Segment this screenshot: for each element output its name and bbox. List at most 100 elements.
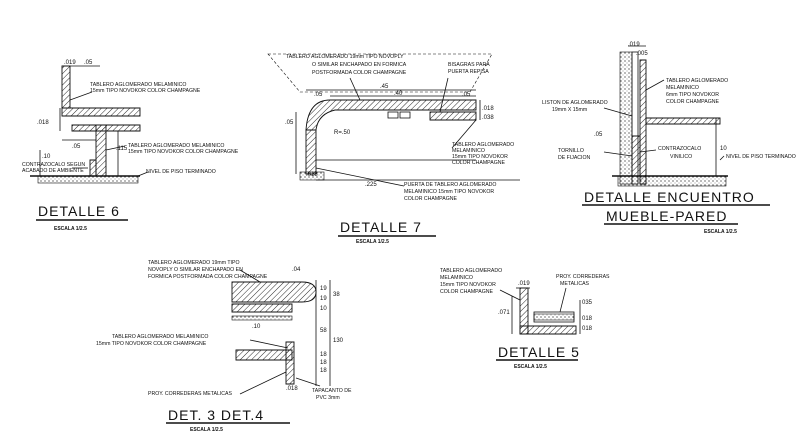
d34-title: DET. 3 DET.4 [168, 407, 264, 423]
d7-note-5: TABLERO AGLOMERADO [452, 142, 514, 148]
enc-note-7: VINILICO [670, 154, 692, 160]
d34-dim-4: 10 [320, 306, 327, 312]
d6-dim-4: .115 [116, 146, 128, 152]
d7-dim-1: .05 [314, 92, 323, 98]
enc-dim-2: .05 [594, 132, 603, 138]
d5-note-5: METALICAS [560, 281, 590, 287]
enc-title-1: DETALLE ENCUENTRO [584, 189, 755, 205]
d5-dim-3: 018 [582, 316, 593, 322]
d5-note-3: COLOR CHAMPAGNE [440, 289, 493, 295]
d5-note-0: TABLERO AGLOMERADO [440, 268, 502, 274]
d7-note-8: COLOR CHAMPAGNE [452, 160, 505, 166]
d34-dim-11: .018 [286, 386, 298, 392]
d7-note-7: 15mm TIPO NOVOKOR [452, 154, 508, 160]
d34-dim-6: 58 [320, 328, 327, 334]
d6-dim-5: .10 [42, 154, 51, 160]
enc-note-5: 19mm X 15mm [552, 107, 587, 113]
d7-dim-2: .40 [394, 91, 403, 97]
d5-scale: ESCALA 1/2.5 [514, 364, 547, 370]
d7-note-1: O SIMILAR ENCHAPADO EN FORMICA [312, 62, 407, 68]
detalle-3-4: .04 19 19 38 10 .10 58 130 18 18 18 .018… [96, 260, 352, 433]
d34-side-panel [285, 341, 295, 385]
enc-note-2: 6mm TIPO NOVOKOR [666, 92, 719, 98]
d7-note-2: POSTFORMADA COLOR CHAMPAGNE [312, 70, 407, 76]
d5-bottom-board [519, 325, 577, 335]
enc-shelf [645, 117, 721, 125]
enc-note-9: DE FIJACION [558, 155, 591, 161]
d5-note-2: 15mm TIPO NOVOKOR [440, 282, 496, 288]
d6-floor [37, 175, 139, 184]
d34-lower-board [235, 349, 293, 361]
d34-note-3: TABLERO AGLOMERADO MELAMINICO [112, 334, 208, 340]
d6-top-board [61, 107, 141, 117]
d6-note-1: 15mm TIPO NOVOKOR COLOR CHAMPAGNE [90, 88, 201, 94]
d6-title: DETALLE 6 [38, 203, 120, 219]
d5-note-1: MELAMINICO [440, 275, 473, 281]
d5-dim-0: .019 [518, 281, 530, 287]
d6-dim-1: .05 [84, 60, 93, 66]
enc-batten [631, 135, 641, 177]
enc-note-4: LISTON DE AGLOMERADO [542, 100, 608, 106]
enc-note-0: TABLERO AGLOMERADO [666, 78, 728, 84]
d6-note-2: TABLERO AGLOMERADO MELAMINICO [128, 143, 224, 149]
d34-dim-8: 18 [320, 352, 327, 358]
enc-title-2: MUEBLE-PARED [606, 208, 727, 224]
d6-side-panel [61, 65, 71, 109]
d6-dim-3: .05 [72, 144, 81, 150]
d6-dim-0: .019 [64, 60, 76, 66]
d6-note-3: 15mm TIPO NOVOKOR COLOR CHAMPAGNE [128, 149, 239, 155]
d34-dim-7: 130 [333, 338, 344, 344]
enc-back-panel [639, 59, 647, 185]
d6-note-0: TABLERO AGLOMERADO MELAMINICO [90, 82, 186, 88]
d34-note-5: PROY. CORREDERAS METALICAS [148, 391, 233, 397]
d7-dim-0: .45 [380, 84, 389, 90]
d6-dim-2: .018 [37, 120, 49, 126]
d6-note-6: NIVEL DE PISO TERMINADO [146, 169, 216, 175]
d34-note-6: TAPACANTO DE [312, 388, 352, 394]
d34-note-0: TABLERO AGLOMERADO 19mm TIPO [148, 260, 239, 266]
enc-scale: ESCALA 1/2.5 [704, 229, 737, 235]
enc-dim-1: .005 [636, 51, 648, 57]
d5-dim-4: 018 [582, 326, 593, 332]
d7-dim-8: .225 [365, 182, 377, 188]
enc-note-3: COLOR CHAMPAGNE [666, 99, 719, 105]
d7-side-panel [305, 129, 317, 175]
enc-note-8: TORNILLO [558, 148, 584, 154]
enc-note-1: MELAMINICO [666, 85, 699, 91]
d7-dim-9: .05 [285, 120, 294, 126]
d7-title: DETALLE 7 [340, 219, 422, 235]
d7-note-3: BISAGRAS PARA [448, 62, 490, 68]
d34-dim-9: 18 [320, 360, 327, 366]
enc-note-6: CONTRAZOCALO [658, 146, 701, 152]
d34-shelf [231, 303, 293, 313]
d34-dim-5: .10 [252, 324, 261, 330]
detalle-5: .019 .071 035 018 018 TABLERO AGLOMERADO… [440, 268, 610, 370]
d34-note-4: 15mm TIPO NOVOKOR COLOR CHAMPAGNE [96, 341, 207, 347]
enc-note-10: NIVEL DE PISO TERMINADO [726, 154, 796, 160]
d7-scale: ESCALA 1/2.5 [356, 239, 389, 245]
d6-scale: ESCALA 1/2.5 [54, 226, 87, 232]
d5-dim-1: .071 [498, 310, 510, 316]
d7-note-11: COLOR CHAMPAGNE [404, 196, 457, 202]
d34-dim-2: 19 [320, 296, 327, 302]
d6-vertical-panel [95, 124, 107, 177]
d7-dim-4: .018 [482, 106, 494, 112]
d7-door-panel [429, 111, 477, 121]
detalle-6: .019 .05 .018 .05 .115 .10 TABLERO AGLOM… [22, 60, 239, 232]
d7-dim-7: .018 [306, 172, 318, 178]
d34-scale: ESCALA 1/2.5 [190, 427, 223, 433]
d6-baseboard [89, 159, 97, 177]
d34-dim-1: 19 [320, 286, 327, 292]
d7-dim-6: R=.50 [334, 130, 351, 136]
enc-dim-0: .019 [628, 42, 640, 48]
d7-dim-5: .038 [482, 115, 494, 121]
d7-note-6: MELAMINICO [452, 148, 485, 154]
d7-note-9: PUERTA DE TABLERO AGLOMERADO [404, 182, 496, 188]
d7-note-4: PUERTA REPISA [448, 69, 489, 75]
d34-top-board [231, 281, 317, 303]
d34-dim-3: 38 [333, 292, 340, 298]
detalle-encuentro: .019 .005 .05 10 TABLERO AGLOMERADO MELA… [542, 42, 796, 235]
d34-note-1: NOVOPLY O SIMILAR ENCHAPADO EN [148, 267, 243, 273]
d6-shelf [71, 124, 141, 132]
detalle-7: .45 .05 .40 .05 .018 .038 R=.50 .018 .22… [267, 53, 520, 245]
